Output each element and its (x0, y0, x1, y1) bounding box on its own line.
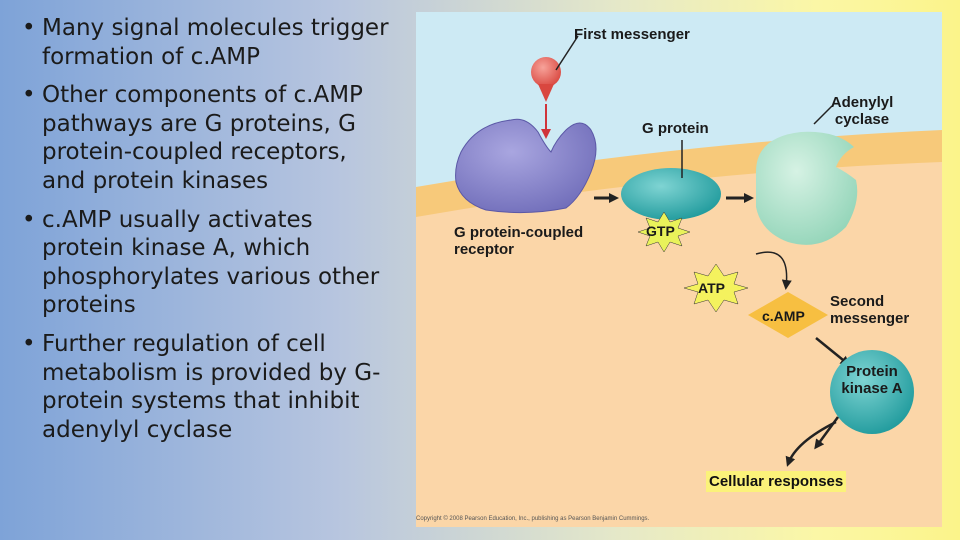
atp-to-camp-arrow (755, 251, 792, 290)
diagram-drawing (416, 12, 942, 527)
protein-kinase-a (830, 350, 914, 434)
bullet-item: Other components of c.AMP pathways are G… (22, 81, 392, 195)
g-protein-label: G protein (642, 120, 709, 137)
bullet-list: Many signal molecules trigger formation … (22, 14, 392, 454)
gpcr-label-line1: G protein-coupled (454, 224, 584, 241)
gtp-burst (637, 211, 691, 253)
adenylyl-cyclase-label-line1: Adenylyl (830, 94, 894, 111)
second-messenger-label-line1: Second (830, 293, 885, 310)
camp-diamond (748, 292, 828, 338)
bullet-item: c.AMP usually activates protein kinase A… (22, 206, 392, 320)
first-messenger-leader (555, 35, 579, 71)
pka-to-responses-arrow (785, 420, 837, 467)
adenylyl-cyclase (756, 131, 858, 245)
first-messenger-molecule (531, 57, 561, 87)
camp-pathway-diagram: First messenger G protein Adenylyl cycla… (416, 12, 942, 527)
adenylyl-cyclase-label-line2: cyclase (834, 111, 890, 128)
camp-label: c.AMP (762, 308, 805, 324)
camp-to-pka-arrow (815, 337, 851, 366)
cytoplasm (416, 152, 942, 527)
pka-label-line2: kinase A (841, 380, 903, 397)
gpcr-label: G protein-coupled receptor (454, 224, 583, 258)
cellular-responses-label: Cellular responses (706, 471, 847, 492)
atp-label: ATP (698, 280, 725, 296)
pka-label: Protein kinase A (830, 363, 914, 397)
copyright-notice: Copyright © 2008 Pearson Education, Inc.… (416, 516, 650, 522)
bullet-item: Many signal molecules trigger formation … (22, 14, 392, 71)
first-messenger-tail (538, 84, 554, 102)
cyclase-leader (813, 105, 833, 125)
second-messenger-label-line2: messenger (830, 310, 910, 327)
pka-label-line1: Protein (846, 363, 898, 380)
gpcr-label-line2: receptor (454, 241, 515, 258)
bullet-item: Further regulation of cell metabolism is… (22, 330, 392, 444)
atp-burst (683, 263, 749, 313)
adenylyl-cyclase-label: Adenylyl cyclase (812, 94, 912, 128)
second-messenger-label: Second messenger (830, 293, 909, 327)
g-protein (621, 168, 721, 220)
gtp-label: GTP (646, 223, 675, 239)
gpcr-receptor (455, 118, 597, 214)
first-messenger-label: First messenger (574, 26, 690, 43)
